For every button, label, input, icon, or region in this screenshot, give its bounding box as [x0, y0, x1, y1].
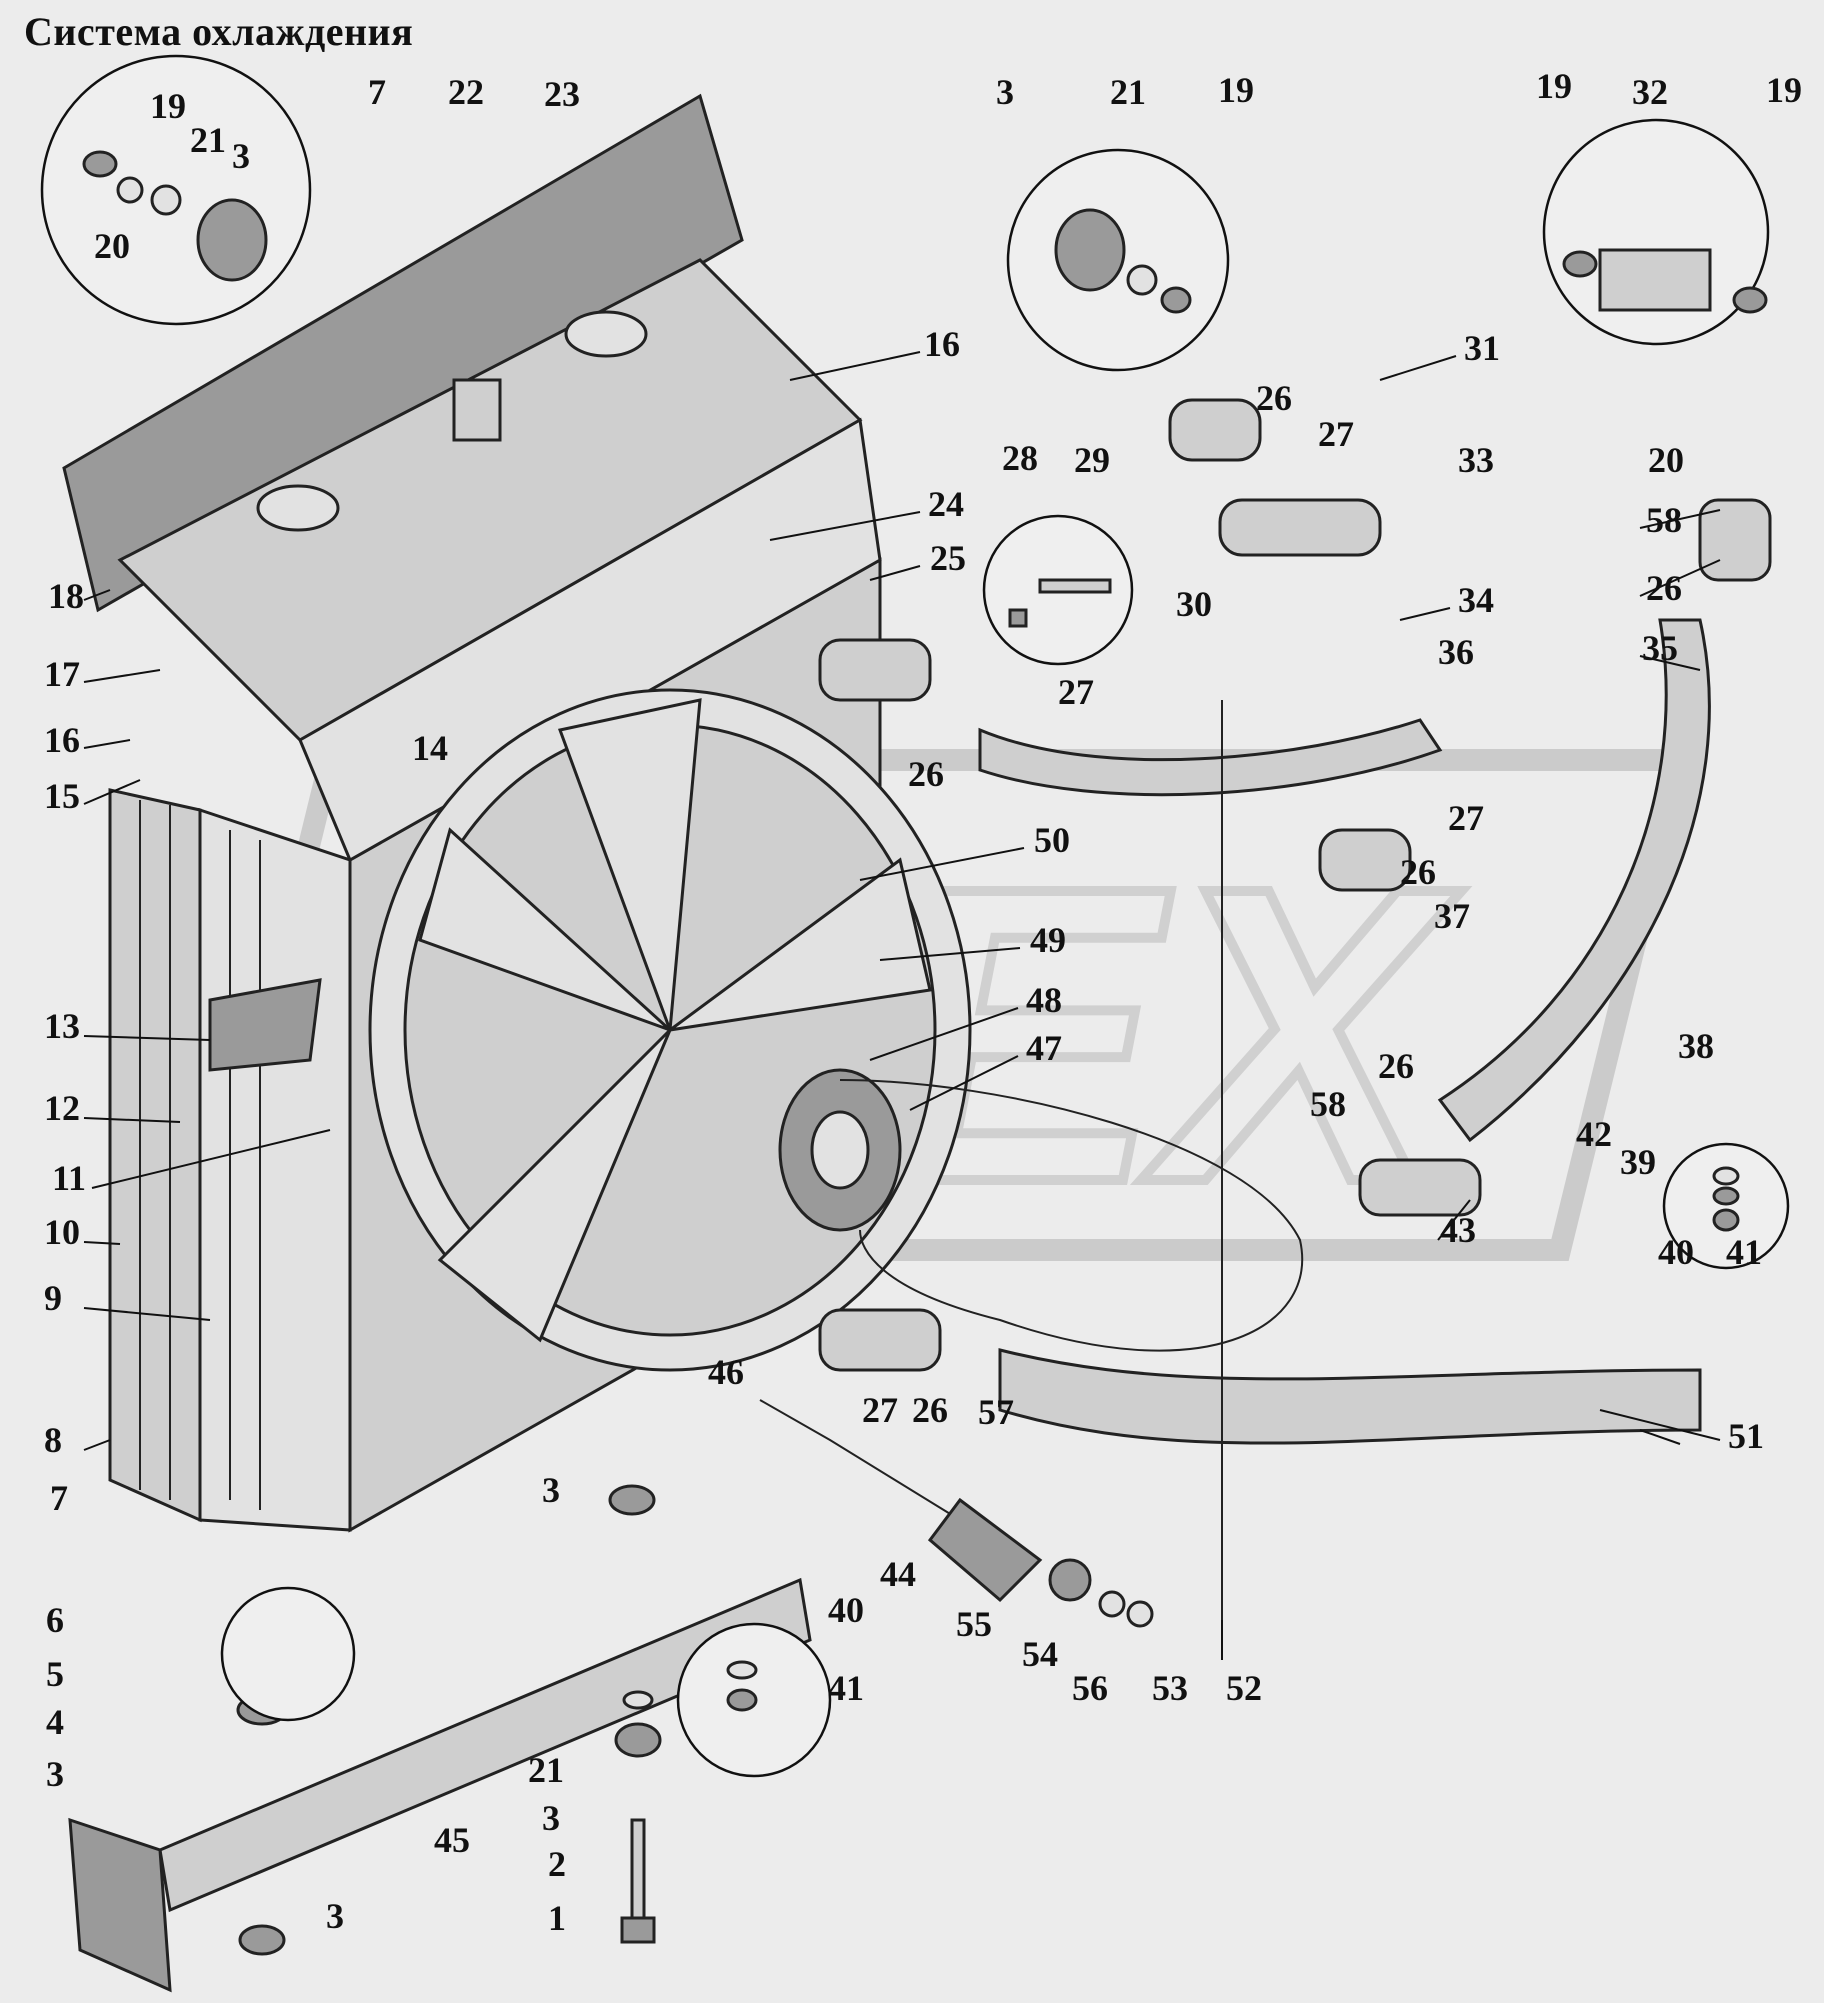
callout-label-44: 44: [880, 1554, 916, 1594]
callout-label-40: 40: [1658, 1232, 1694, 1272]
callout-label-41: 41: [1726, 1232, 1762, 1272]
callout-label-22: 22: [448, 72, 484, 112]
callout-label-26: 26: [1256, 378, 1292, 418]
callout-label-27: 27: [1318, 414, 1354, 454]
callout-label-34: 34: [1458, 580, 1494, 620]
callout-label-49: 49: [1030, 920, 1066, 960]
callout-label-21: 21: [190, 120, 226, 160]
callout-label-40: 40: [828, 1590, 864, 1630]
callout-label-13: 13: [44, 1006, 80, 1046]
callout-label-26: 26: [1378, 1046, 1414, 1086]
callout-label-19: 19: [1536, 66, 1572, 106]
callout-label-18: 18: [48, 576, 84, 616]
callout-label-21: 21: [528, 1750, 564, 1790]
callout-label-19: 19: [1766, 70, 1802, 110]
callout-label-46: 46: [708, 1352, 744, 1392]
callout-label-20: 20: [1648, 440, 1684, 480]
callout-label-3: 3: [232, 136, 250, 176]
callout-label-3: 3: [326, 1896, 344, 1936]
callout-label-48: 48: [1026, 980, 1062, 1020]
callout-label-27: 27: [1058, 672, 1094, 712]
callout-label-30: 30: [1176, 584, 1212, 624]
callout-label-38: 38: [1678, 1026, 1714, 1066]
callout-label-50: 50: [1034, 820, 1070, 860]
callout-label-15: 15: [44, 776, 80, 816]
callout-label-42: 42: [1576, 1114, 1612, 1154]
callout-label-3: 3: [996, 72, 1014, 112]
callout-label-52: 52: [1226, 1668, 1262, 1708]
fan-belt: [839, 1079, 1303, 1352]
callout-label-23: 23: [544, 74, 580, 114]
page-title: Система охлаждения: [24, 9, 414, 54]
callout-label-45: 45: [434, 1820, 470, 1860]
callout-label-3: 3: [542, 1798, 560, 1838]
callout-label-27: 27: [1448, 798, 1484, 838]
callout-label-29: 29: [1074, 440, 1110, 480]
callout-label-56: 56: [1072, 1668, 1108, 1708]
callout-label-10: 10: [44, 1212, 80, 1252]
callout-label-14: 14: [412, 728, 448, 768]
callout-label-19: 19: [150, 86, 186, 126]
callout-label-54: 54: [1022, 1634, 1058, 1674]
callout-label-57: 57: [978, 1392, 1014, 1432]
callout-label-7: 7: [50, 1478, 68, 1518]
callout-label-5: 5: [46, 1654, 64, 1694]
callout-label-17: 17: [44, 654, 80, 694]
callout-label-3: 3: [542, 1470, 560, 1510]
tension-bracket: [759, 1399, 1154, 1628]
callout-label-36: 36: [1438, 632, 1474, 672]
callout-label-16: 16: [44, 720, 80, 760]
callout-label-43: 43: [1440, 1210, 1476, 1250]
callout-label-25: 25: [930, 538, 966, 578]
callout-label-20: 20: [94, 226, 130, 266]
callout-label-9: 9: [44, 1278, 62, 1318]
bolt: [614, 1690, 662, 1944]
callout-label-39: 39: [1620, 1142, 1656, 1182]
callout-label-12: 12: [44, 1088, 80, 1128]
callout-label-21: 21: [1110, 72, 1146, 112]
callout-label-37: 37: [1434, 896, 1470, 936]
callout-label-7: 7: [368, 72, 386, 112]
callout-label-11: 11: [52, 1158, 86, 1198]
callout-label-28: 28: [1002, 438, 1038, 478]
callout-label-26: 26: [908, 754, 944, 794]
callout-label-2: 2: [548, 1844, 566, 1884]
callout-label-35: 35: [1642, 628, 1678, 668]
callout-label-1: 1: [548, 1898, 566, 1938]
callout-label-19: 19: [1218, 70, 1254, 110]
radiator-shroud: [62, 93, 863, 742]
callout-label-4: 4: [46, 1702, 64, 1742]
callout-label-16: 16: [924, 324, 960, 364]
callout-label-55: 55: [956, 1604, 992, 1644]
callout-label-26: 26: [1400, 852, 1436, 892]
callout-label-58: 58: [1310, 1084, 1346, 1124]
fan-assembly: [368, 688, 972, 1372]
callout-label-24: 24: [928, 484, 964, 524]
hoses: [818, 398, 1772, 1445]
leader-lines: [83, 351, 1721, 1660]
callout-label-41: 41: [828, 1668, 864, 1708]
callout-label-3: 3: [46, 1754, 64, 1794]
callout-label-51: 51: [1728, 1416, 1764, 1456]
callout-label-53: 53: [1152, 1668, 1188, 1708]
callout-label-32: 32: [1632, 72, 1668, 112]
callout-label-31: 31: [1464, 328, 1500, 368]
callout-label-26: 26: [1646, 568, 1682, 608]
callout-label-8: 8: [44, 1420, 62, 1460]
inset-parts: [82, 150, 1768, 1712]
callout-label-47: 47: [1026, 1028, 1062, 1068]
callout-label-58: 58: [1646, 500, 1682, 540]
callout-label-26: 26: [912, 1390, 948, 1430]
callout-label-6: 6: [46, 1600, 64, 1640]
callout-label-33: 33: [1458, 440, 1494, 480]
callout-label-27: 27: [862, 1390, 898, 1430]
